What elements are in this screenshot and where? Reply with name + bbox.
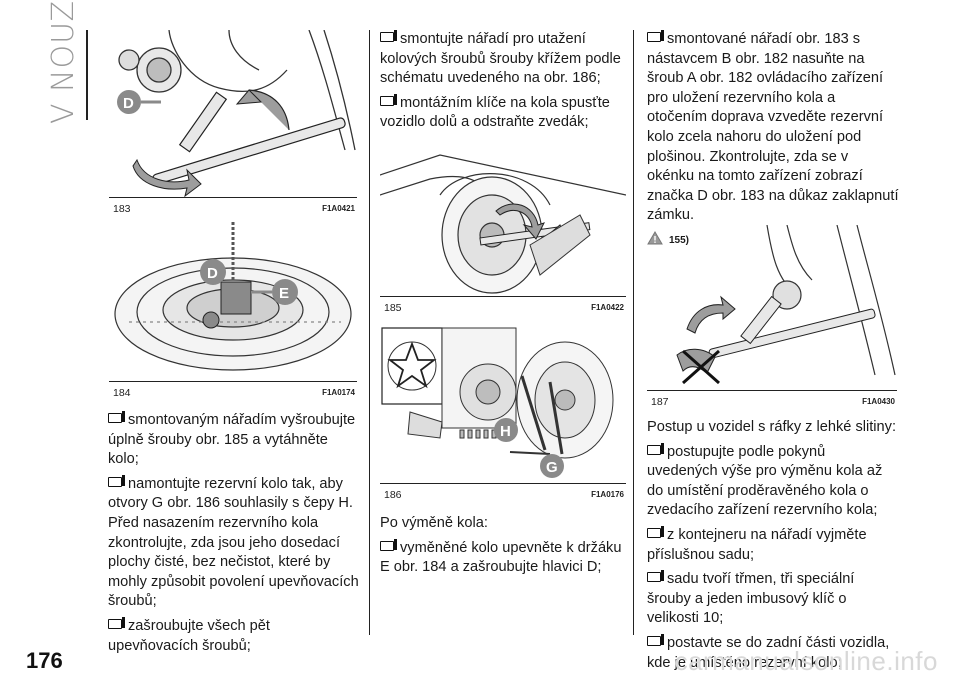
figure-number: 183 — [113, 203, 131, 215]
figure-code: F1A0421 — [322, 204, 355, 213]
bullet-icon — [108, 474, 125, 487]
marker-g — [540, 454, 564, 478]
bullet-icon — [647, 30, 664, 42]
warning-ref-text: 155) — [669, 234, 690, 246]
figure-184-illustration: D E — [114, 222, 352, 371]
figure-code: F1A0176 — [591, 490, 624, 499]
list-item: sadu tvoří třmen, tři speciální šrouby a… — [647, 570, 899, 629]
figure-186-illustration: H G — [381, 327, 614, 478]
list-item: zašroubujte všech pět upevňovacích šroub… — [108, 616, 360, 656]
list-item-text: sadu tvoří třmen, tři speciální šrouby a… — [647, 571, 855, 627]
marker-d — [200, 259, 226, 285]
figure-187-caption: 187 F1A0430 — [647, 390, 897, 411]
warning-reference: 155) — [647, 230, 899, 251]
list-item-text: smontujte nářadí pro utažení kolových šr… — [380, 31, 621, 87]
list-item: namontujte rezervní kolo tak, aby otvory… — [108, 474, 360, 612]
figure-number: 184 — [113, 387, 131, 399]
marker-g-label: G — [546, 459, 558, 476]
bolt-pattern-inset — [381, 327, 443, 405]
list-item: z kontejneru na nářadí vyjměte příslušno… — [647, 525, 899, 565]
figure-184: D E 184 F1A0174 — [109, 222, 357, 402]
list-item-text: namontujte rezervní kolo tak, aby otvory… — [108, 475, 359, 610]
bullet-icon — [647, 442, 664, 455]
page-number: 176 — [26, 648, 63, 673]
column-divider — [633, 30, 634, 635]
list-item-text: postupujte podle pokynů uvedených výše p… — [647, 443, 883, 519]
list-item-text: montážním klíče na kola spusťte vozidlo … — [380, 94, 610, 131]
list-item: montážním klíče na kola spusťte vozidlo … — [380, 93, 626, 133]
column-1-text: smontovaným nářadím vyšroubujte úplně šr… — [108, 411, 360, 661]
column-divider — [369, 30, 370, 635]
marker-e-label: E — [279, 285, 289, 302]
figure-number: 187 — [651, 396, 669, 408]
column-3-text-top: smontované nářadí obr. 183 s nástavcem B… — [647, 30, 899, 259]
marker-e — [272, 279, 298, 305]
figure-186: H G 186 F1A0176 — [380, 322, 626, 504]
column-2-text-bottom: Po výměně kola: vyměněné kolo upevněte k… — [380, 514, 626, 583]
figure-186-caption: 186 F1A0176 — [380, 483, 626, 504]
figure-185-caption: 185 F1A0422 — [380, 296, 626, 317]
column-3-text-bottom: Postup u vozidel s ráfky z lehké slitiny… — [647, 418, 899, 678]
section-heading: Po výměně kola: — [380, 515, 488, 531]
figure-187: 187 F1A0430 — [647, 225, 897, 411]
marker-d — [117, 90, 141, 114]
figure-code: F1A0422 — [591, 303, 624, 312]
bullet-icon — [380, 93, 397, 106]
marker-d-label: D — [123, 95, 134, 112]
figure-number: 185 — [384, 302, 402, 314]
column-2-text-top: smontujte nářadí pro utažení kolových šr… — [380, 30, 626, 138]
section-intro: Postup u vozidel s ráfky z lehké slitiny… — [647, 419, 897, 435]
bullet-icon — [108, 411, 125, 423]
list-item: postupujte podle pokynů uvedených výše p… — [647, 442, 899, 521]
figure-code: F1A0430 — [862, 397, 895, 406]
list-item: smontovaným nářadím vyšroubujte úplně šr… — [108, 411, 360, 470]
bullet-icon — [108, 616, 125, 629]
bullet-icon — [647, 570, 664, 583]
list-item-text: zašroubujte všech pět upevňovacích šroub… — [108, 617, 270, 654]
list-item-text: smontované nářadí obr. 183 s nástavcem B… — [647, 31, 899, 224]
list-item-text: vyměněné kolo upevněte k držáku E obr. 1… — [380, 539, 622, 576]
marker-h-label: H — [500, 423, 511, 440]
list-item-text: postavte se do zadní části vozidla, kde … — [647, 634, 890, 671]
section-tab-label: V NOUZI — [46, 0, 81, 124]
figure-187-illustration — [676, 225, 896, 385]
figure-184-caption: 184 F1A0174 — [109, 381, 357, 402]
side-rule — [86, 30, 88, 120]
marker-d-label: D — [207, 265, 218, 282]
list-item: vyměněné kolo upevněte k držáku E obr. 1… — [380, 538, 626, 578]
figure-number: 186 — [384, 489, 402, 501]
figure-183-illustration: D — [117, 30, 356, 198]
bullet-icon — [380, 30, 397, 42]
figure-183-caption: 183 F1A0421 — [109, 197, 357, 218]
list-item: smontované nářadí obr. 183 s nástavcem B… — [647, 30, 899, 226]
figure-183: D 183 F1A0421 — [109, 30, 357, 218]
bullet-icon — [380, 538, 397, 551]
list-item: smontujte nářadí pro utažení kolových šr… — [380, 30, 626, 89]
bullet-icon — [647, 633, 664, 646]
list-item-text: smontovaným nářadím vyšroubujte úplně šr… — [108, 412, 356, 468]
figure-185: 185 F1A0422 — [380, 135, 626, 317]
figure-185-illustration — [380, 154, 626, 294]
list-item: postavte se do zadní části vozidla, kde … — [647, 633, 899, 673]
warning-triangle-icon — [647, 230, 663, 245]
watermark: carmanualsonline.info — [674, 646, 938, 676]
list-item-text: z kontejneru na nářadí vyjměte příslušno… — [647, 526, 867, 563]
marker-h — [494, 418, 518, 442]
bullet-icon — [647, 525, 664, 538]
figure-code: F1A0174 — [322, 388, 355, 397]
